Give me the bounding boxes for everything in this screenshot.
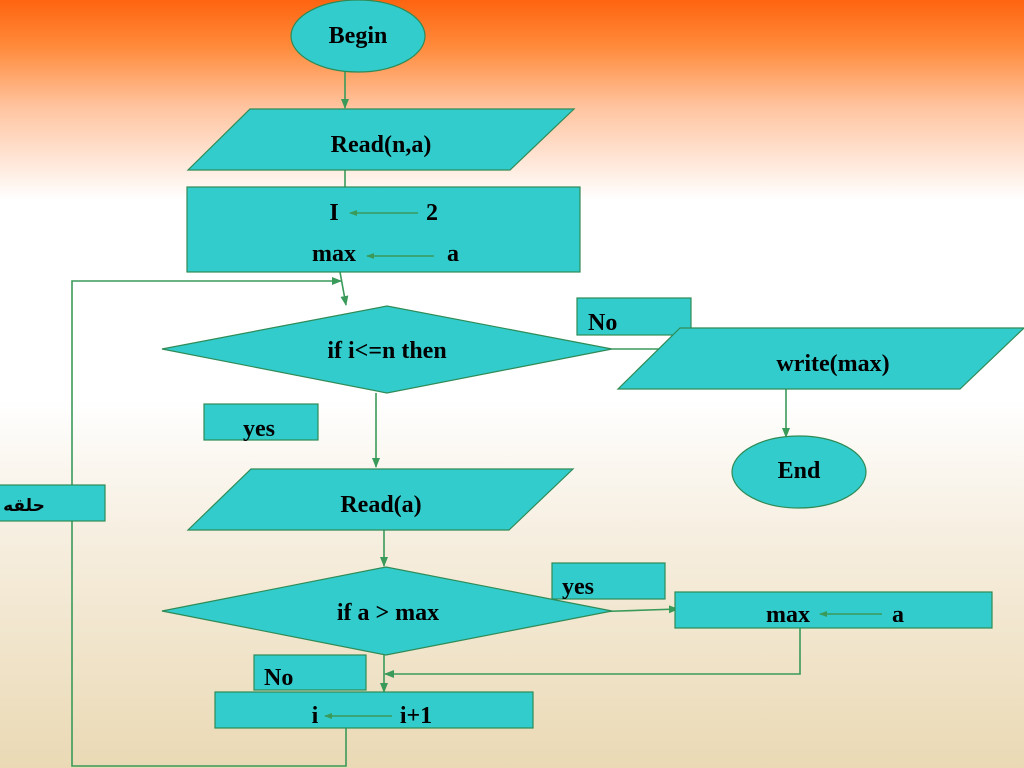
loop-back-line bbox=[71, 277, 347, 767]
increment-process: i i+1 bbox=[214, 691, 534, 729]
end-label: End bbox=[778, 458, 821, 484]
yes-label-box-1: yes bbox=[203, 403, 319, 442]
write-max-label: write(max) bbox=[776, 351, 889, 377]
init-max-value: a bbox=[447, 241, 459, 267]
no-label-box-2: No bbox=[253, 654, 367, 691]
init-process: I 2 max a bbox=[186, 186, 581, 273]
begin-terminal: Begin bbox=[290, 0, 426, 73]
yes-label-2: yes bbox=[562, 574, 594, 600]
increment-variable: i bbox=[312, 703, 319, 729]
read-n-a-label: Read(n,a) bbox=[331, 132, 432, 158]
no-label-box-1: No bbox=[576, 297, 692, 336]
loop-label-box: حلقه bbox=[0, 484, 106, 522]
increment-value: i+1 bbox=[400, 703, 432, 729]
no-label-2: No bbox=[264, 665, 293, 691]
read-a-io: Read(a) bbox=[186, 468, 575, 531]
decision-a-gt-max-label: if a > max bbox=[337, 600, 439, 626]
init-max-variable: max bbox=[312, 241, 356, 267]
no-label-1: No bbox=[588, 310, 617, 336]
assign-max-value: a bbox=[892, 602, 904, 628]
arrow-init-to-cond1 bbox=[339, 271, 349, 306]
begin-label: Begin bbox=[329, 23, 388, 49]
init-i-variable: I bbox=[329, 200, 338, 226]
init-i-value: 2 bbox=[426, 200, 438, 226]
decision-a-gt-max: if a > max bbox=[161, 566, 613, 656]
end-terminal: End bbox=[731, 435, 867, 509]
yes-label-1: yes bbox=[243, 416, 275, 442]
connectors bbox=[71, 72, 801, 767]
assign-max-process: max a bbox=[674, 591, 993, 629]
arrow-assign-back-to-merge bbox=[384, 628, 801, 678]
write-max-io: write(max) bbox=[616, 327, 1024, 390]
decision-i-le-n-label: if i<=n then bbox=[327, 338, 446, 364]
read-a-label: Read(a) bbox=[340, 492, 421, 518]
read-n-a-io: Read(n,a) bbox=[186, 108, 576, 171]
decision-i-le-n: if i<=n then bbox=[161, 305, 613, 394]
loop-label: حلقه bbox=[3, 496, 45, 516]
assign-max-variable: max bbox=[766, 602, 810, 628]
yes-label-box-2: yes bbox=[551, 562, 666, 600]
